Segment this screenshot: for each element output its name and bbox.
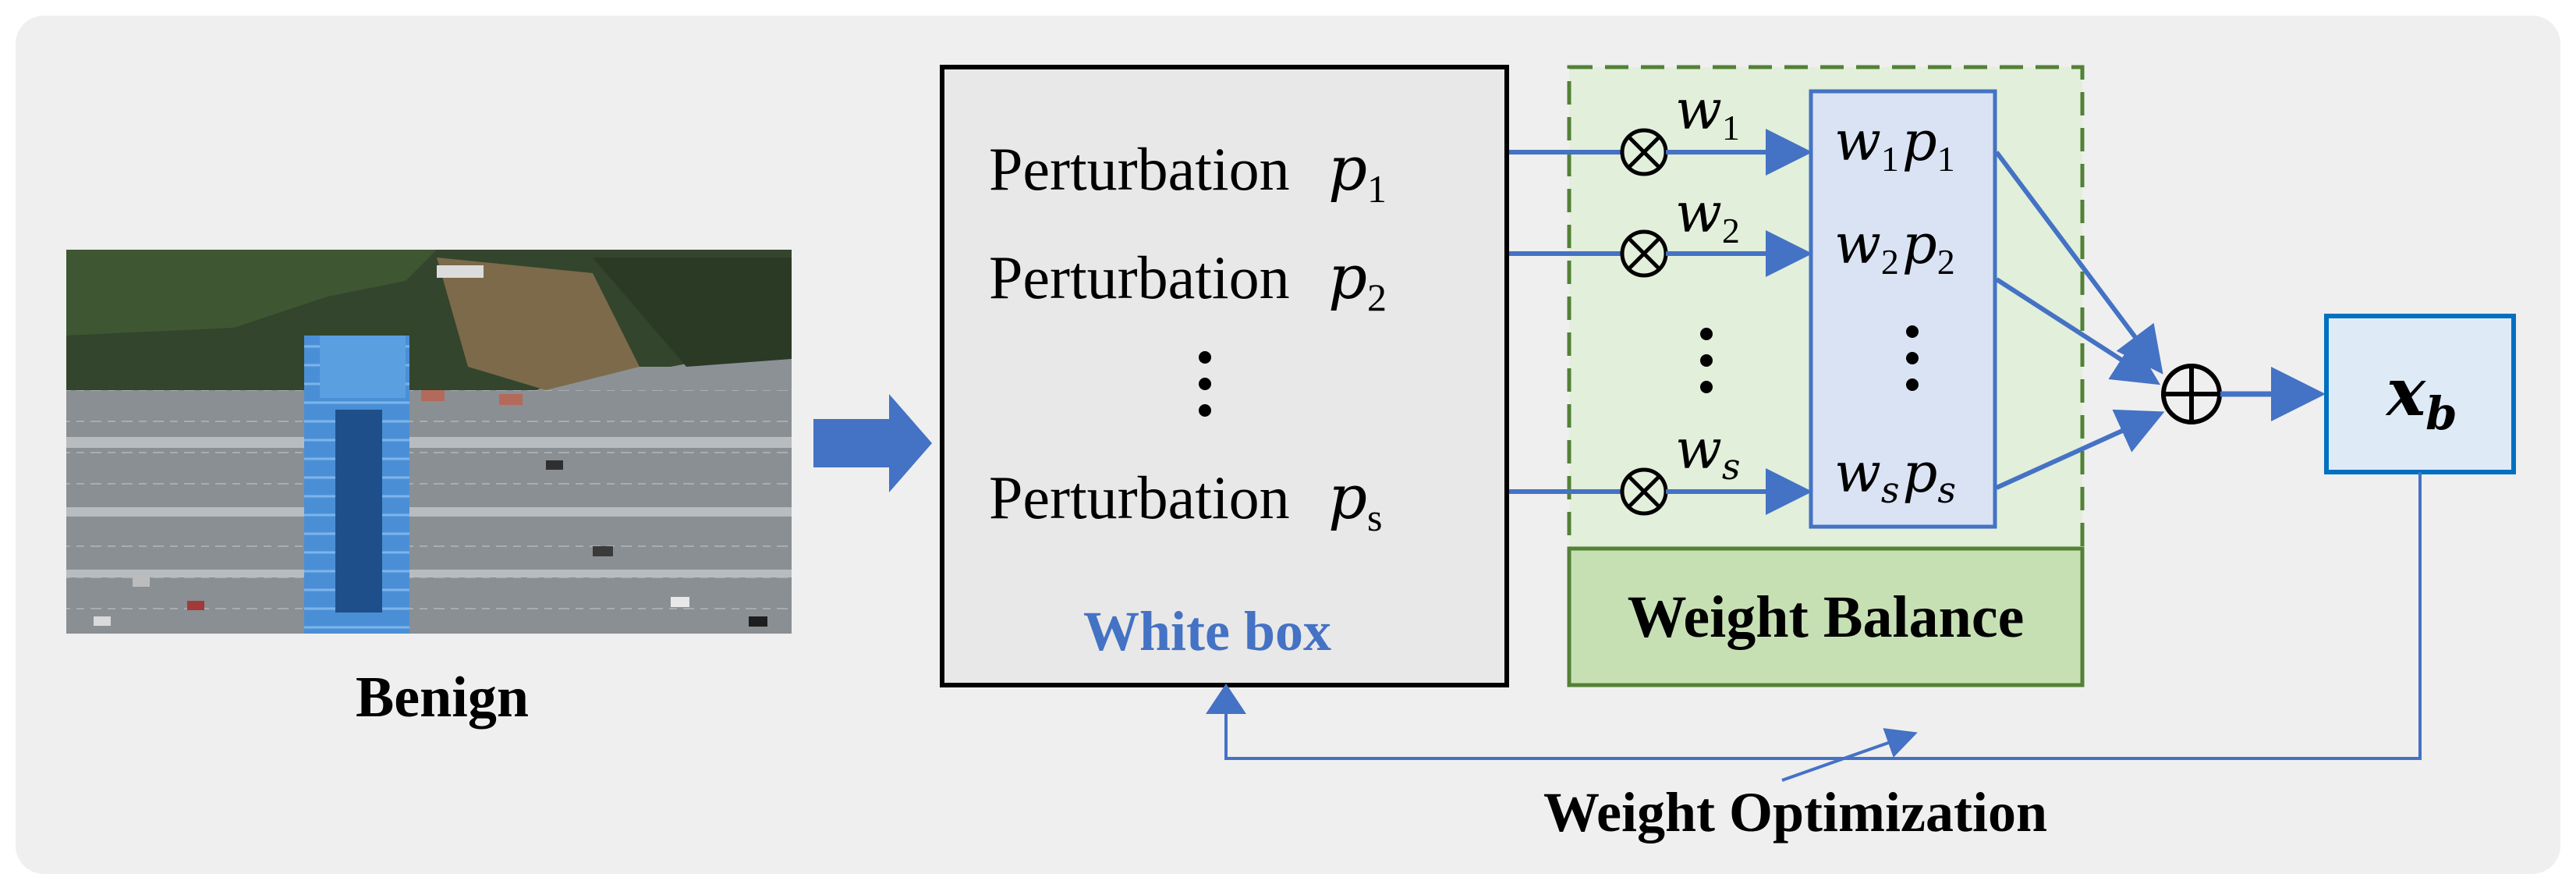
weight-label-2: w2 xyxy=(1675,181,1740,250)
feedback-line xyxy=(1224,472,2422,760)
sum-icon xyxy=(2161,364,2222,424)
feedback-pointer xyxy=(1781,728,1918,782)
output-sub: b xyxy=(2425,387,2457,440)
vertical-ellipsis-weighted xyxy=(1906,325,1919,391)
white-box xyxy=(940,65,1509,687)
perturbation-row-1-text: Perturbation xyxy=(989,135,1290,203)
perturbation-row-2-text: Perturbation xyxy=(989,243,1290,311)
weight-balance-label-box xyxy=(1567,546,2085,687)
feedback-arrowhead xyxy=(1206,684,1246,714)
weighted-term-2: w2p2 xyxy=(1834,212,1955,282)
weight-1-sub: 1 xyxy=(1722,108,1740,147)
benign-image xyxy=(66,250,792,634)
perturbation-row-s-var: p xyxy=(1328,463,1367,533)
output-var: x xyxy=(2385,353,2426,431)
weight-label-s: ws xyxy=(1675,417,1741,488)
feedback-label: Weight Optimization xyxy=(1543,781,2047,844)
weighted-s-wsub: s xyxy=(1881,469,1900,511)
weight-2-var: w xyxy=(1675,181,1722,245)
arrow-to-sum-2 xyxy=(1995,277,2161,385)
weighted-2-p: p xyxy=(1902,212,1937,276)
weight-balance-label: Weight Balance xyxy=(1628,584,2025,650)
weight-2-sub: 2 xyxy=(1722,211,1740,250)
weighted-1-wsub: 1 xyxy=(1881,139,1899,179)
perturbation-row-s-text: Perturbation xyxy=(989,463,1290,531)
arrow-to-sum-s xyxy=(1995,409,2165,490)
weighted-perturbations-box xyxy=(1809,89,1997,529)
weighted-term-1: w1p1 xyxy=(1834,109,1955,179)
vertical-ellipsis-weights xyxy=(1700,328,1713,393)
perturbation-row-1-var: p xyxy=(1328,134,1367,204)
vertical-ellipsis-whitebox xyxy=(1199,351,1211,417)
weighted-2-psub: 2 xyxy=(1937,242,1955,282)
weighted-term-s: wsps xyxy=(1834,441,1956,511)
arrow-to-sum-1 xyxy=(1994,151,2163,375)
weight-s-sub: s xyxy=(1722,446,1741,488)
output-label: xb xyxy=(2385,353,2457,440)
weighted-s-w: w xyxy=(1834,441,1881,505)
weighted-1-w: w xyxy=(1834,109,1881,173)
weighted-s-psub: s xyxy=(1937,469,1956,511)
perturbation-row-1: Perturbation p1 xyxy=(989,134,1387,211)
weighted-1-p: p xyxy=(1902,109,1937,173)
weight-label-1: w1 xyxy=(1675,78,1740,147)
white-box-label: White box xyxy=(1083,600,1331,662)
weighted-s-p: p xyxy=(1903,441,1938,505)
perturbation-row-2: Perturbation p2 xyxy=(989,243,1387,319)
perturbation-row-s: Perturbation ps xyxy=(989,463,1383,539)
perturbation-row-2-var: p xyxy=(1328,243,1367,313)
weight-1-var: w xyxy=(1675,78,1722,142)
weighted-2-wsub: 2 xyxy=(1881,242,1899,282)
perturbation-row-s-sub: s xyxy=(1367,495,1382,539)
weighted-2-w: w xyxy=(1834,212,1881,276)
weight-s-var: w xyxy=(1675,417,1722,481)
benign-label: Benign xyxy=(356,666,529,730)
weighted-1-psub: 1 xyxy=(1937,139,1955,179)
perturbation-row-1-sub: 1 xyxy=(1367,167,1387,211)
input-arrow xyxy=(813,394,932,492)
perturbation-row-2-sub: 2 xyxy=(1367,275,1387,319)
